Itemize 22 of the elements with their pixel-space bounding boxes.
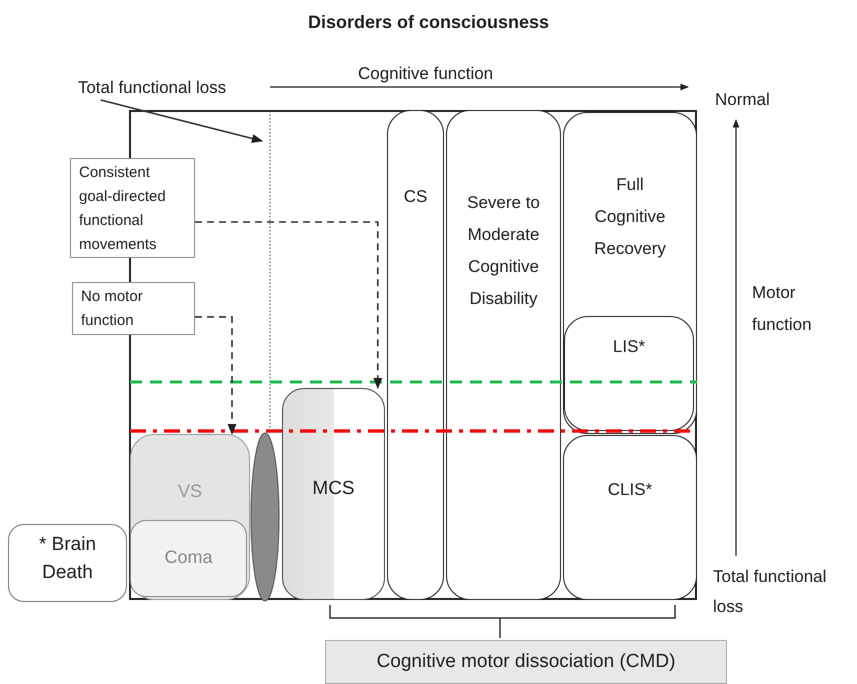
state-column: CS (387, 110, 444, 600)
state-box: MCS (282, 388, 385, 600)
axis-label: Motor function (752, 282, 813, 336)
state-column: Severe to Moderate Cognitive Disability (446, 110, 561, 600)
arrow (195, 221, 382, 390)
state-column: Full Cognitive Recovery LIS* (563, 112, 697, 434)
state-box: CLIS* (563, 435, 697, 600)
diagram-title: Disorders of consciousness (306, 11, 550, 34)
axis-end-label: Normal (715, 89, 770, 111)
note-box: Consistent goal-directed functional movements (70, 158, 195, 258)
category-box: Cognitive motor dissociation (CMD) (325, 640, 727, 684)
ellipse-shape (250, 432, 280, 602)
state-box: VS Coma (130, 434, 250, 600)
axis-end-label: Total functional loss (57, 76, 247, 100)
axis-end-label: Total functional loss (713, 566, 828, 618)
state-box: * Brain Death (8, 524, 127, 602)
axis-label: Cognitive function (358, 63, 494, 85)
state-box: LIS* (564, 316, 694, 431)
note-box: No motor function (72, 282, 195, 335)
state-box: Coma (130, 520, 247, 597)
arrow (195, 316, 236, 436)
leader-line (100, 99, 264, 143)
